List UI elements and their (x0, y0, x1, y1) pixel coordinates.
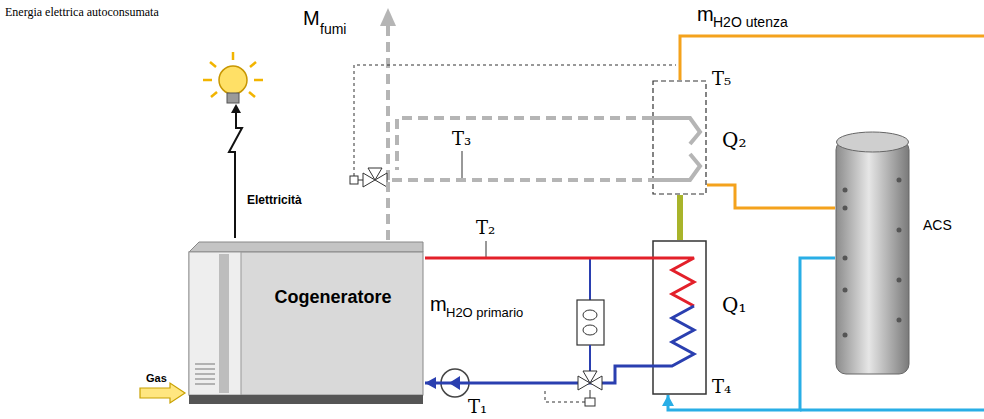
cogenerator-box: Cogeneratore (185, 240, 425, 405)
node-label: ACS (923, 218, 952, 232)
bulb-glass (219, 66, 247, 94)
box-body (189, 252, 423, 395)
bypass-line (589, 258, 591, 300)
temperature-label: T₂ (476, 219, 495, 237)
bulb-ray (232, 52, 235, 60)
electricity-bolt (229, 104, 242, 238)
bulb-ray (203, 79, 212, 82)
fumes-exchanger: Q₂ (652, 80, 707, 195)
temperature-label: T₃ (452, 130, 471, 148)
bypass-line (589, 345, 591, 372)
tank-port (897, 278, 902, 283)
flow-subscript: fumi (320, 22, 346, 36)
control-line (354, 65, 676, 176)
light-bulb (203, 52, 263, 103)
node-label: Q₁ (722, 295, 746, 315)
fan-blade (583, 310, 597, 320)
exhaust-line (386, 24, 390, 180)
tank-drawing (835, 130, 910, 380)
sensor-tick (462, 151, 463, 180)
bypass-fan (577, 258, 604, 372)
flow-symbol: m (430, 294, 447, 314)
tank-port (843, 333, 848, 338)
fumes-coil (652, 118, 700, 144)
box-vent (195, 379, 215, 380)
node-label: Cogeneratore (274, 288, 391, 306)
fumes-duct (388, 180, 652, 240)
box-slot (219, 254, 229, 393)
gas-arrow (140, 383, 185, 403)
fumes-valve (350, 168, 387, 187)
temperature-label: T₄ (712, 378, 731, 396)
box-base (189, 395, 423, 404)
valve-actuator (585, 398, 595, 406)
valve-part (583, 371, 597, 383)
box-vent (195, 374, 215, 375)
cold-coil (652, 306, 694, 366)
arrow-head (425, 377, 436, 389)
heat-exchanger: Q₁ (652, 240, 707, 395)
valve-stem (358, 180, 363, 181)
hot-coil (652, 258, 694, 306)
input-name: Gas (146, 373, 167, 384)
box-vent (195, 384, 215, 385)
valve-part (368, 168, 382, 180)
box-panel (189, 252, 241, 395)
tank-port (897, 228, 902, 233)
bulb-ray (250, 62, 256, 67)
cogenerator-drawing (185, 240, 425, 405)
tank-port (843, 256, 848, 261)
tank-port (897, 178, 902, 183)
tank-port (843, 288, 848, 293)
flow-symbol: m (697, 4, 714, 24)
tank-port (843, 188, 848, 193)
storage-tank: ACS (835, 130, 910, 380)
bulb-base (227, 93, 239, 103)
sensor-tick (486, 241, 487, 258)
bulb-ray (254, 79, 263, 82)
temperature-label: T₅ (712, 70, 731, 88)
box-vent (195, 364, 215, 365)
arrow-head (662, 395, 674, 406)
node-label: Q₂ (722, 130, 746, 150)
exchanger-shell (653, 241, 706, 394)
tank-top (837, 132, 909, 152)
fan-box (577, 300, 604, 345)
flow-subscript: H2O primario (446, 306, 523, 319)
bulb-ray (249, 92, 255, 97)
temperature-label: T₁ (468, 398, 487, 416)
pump-arrow (449, 376, 460, 390)
fumes-exchanger-drawing (652, 80, 707, 195)
tank-body (836, 140, 909, 374)
flow-subscript: H2O utenza (713, 15, 788, 29)
cold-water-line (800, 409, 984, 412)
mixing-valve (578, 371, 602, 406)
exhaust-arrow (380, 8, 396, 26)
bulb-ray (210, 62, 216, 67)
hot-water-pipe (425, 257, 652, 260)
control-line (545, 388, 585, 402)
box-top (189, 242, 423, 252)
exchanger-link (677, 195, 683, 240)
valve-actuator (350, 176, 358, 184)
fumes-coil (652, 154, 700, 180)
box-vent (195, 369, 215, 370)
tank-port (897, 318, 902, 323)
exchanger-drawing (652, 240, 707, 395)
exchanger-outline (653, 81, 706, 194)
fumes-return-line (397, 118, 652, 170)
valve-stem (590, 390, 591, 398)
fan-blade (583, 325, 597, 335)
hot-water-pipe (707, 185, 835, 208)
signal-name: Elettricità (247, 194, 302, 206)
bolt-line (229, 112, 242, 238)
caption-text: Energia elettrica autoconsumata (5, 6, 159, 18)
bolt-head (231, 104, 241, 113)
flow-symbol: M (303, 8, 320, 28)
tank-port (843, 206, 848, 211)
bulb-ray (211, 92, 217, 97)
